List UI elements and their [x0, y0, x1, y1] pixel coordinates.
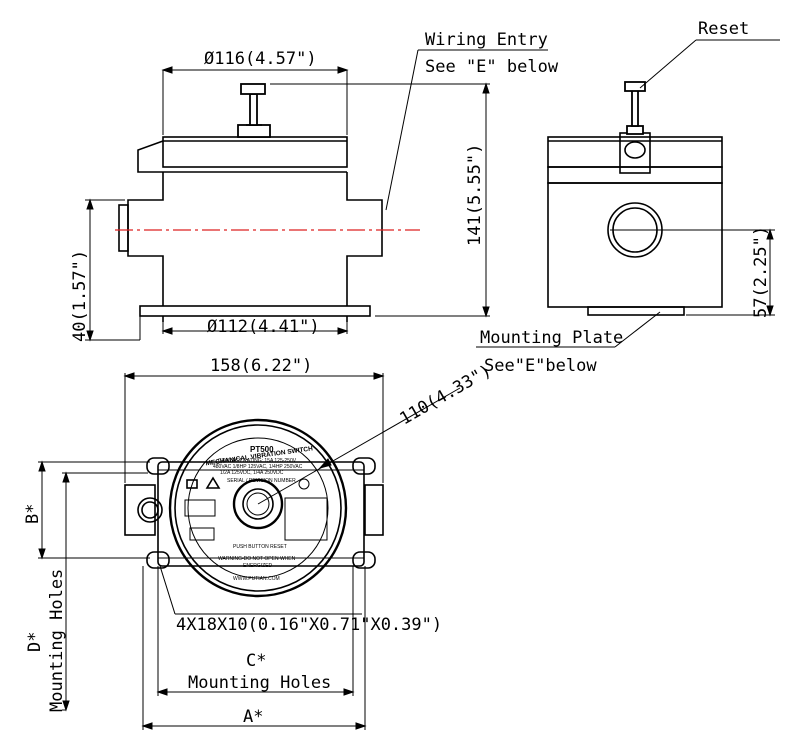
a-label: A*	[243, 707, 263, 727]
d-label: D*	[25, 632, 45, 652]
wiring-entry-see-e: See "E" below	[425, 57, 559, 77]
mounting-plate-see-e: See"E"below	[484, 356, 597, 376]
top-view	[124, 418, 384, 598]
top-diameter-label: Ø116(4.57")	[204, 49, 317, 69]
nameplate-serial: SERIAL / REVISION NUMBER	[227, 478, 296, 484]
nameplate-rating2: 480VAC 1/8HP 125VAC, 1/4HP 250VAC	[213, 464, 303, 470]
nameplate-website: WWW.PUTIAN.COM	[233, 576, 280, 582]
wiring-entry-callout: Wiring Entry See "E" below	[385, 30, 559, 211]
mounting-plate-callout: Mounting Plate See"E"below	[476, 311, 661, 376]
mounting-plate-label: Mounting Plate	[480, 328, 623, 348]
side-height-label: 57(2.25")	[751, 226, 771, 318]
nameplate-push-reset: PUSH BUTTON RESET	[233, 544, 287, 550]
side-view-dimensions: 57(2.25")	[686, 226, 775, 318]
b-label: B*	[23, 504, 43, 524]
front-view	[115, 83, 420, 322]
nameplate: MECHANICAL VIBRATION SWITCH PT500 CONTAC…	[184, 445, 328, 582]
nameplate-warning: WARNING-DO NOT OPEN WHEN	[218, 556, 296, 562]
reset-callout: Reset	[639, 19, 780, 89]
reset-label: Reset	[698, 19, 749, 39]
c-label: C*	[246, 651, 266, 671]
entry-height-label: 40(1.57")	[70, 250, 90, 342]
nameplate-model: PT500	[250, 445, 274, 454]
bottom-diameter-label: Ø112(4.41")	[207, 317, 320, 337]
holes-label: 4X18X10(0.16"X0.71"X0.39")	[176, 615, 442, 635]
wiring-entry-label: Wiring Entry	[425, 30, 548, 50]
d-mounting-holes-label: Mounting Holes	[47, 569, 67, 712]
height-label: 141(5.55")	[465, 144, 485, 246]
nameplate-rating3: 1/2A 125VDC, 1/4A 250VDC	[220, 470, 284, 476]
front-view-dimensions: Ø116(4.57") Ø112(4.41") 141(5.55") 40(1.…	[70, 49, 490, 342]
side-view	[547, 81, 775, 316]
nameplate-contact-rating: CONTACT RATING: 15A 125-250V	[218, 458, 297, 464]
radius-label: 110(4.33")	[397, 361, 496, 430]
c-mounting-holes-label: Mounting Holes	[188, 673, 331, 693]
width-label: 158(6.22")	[210, 356, 312, 376]
nameplate-energized: ENERGIZED	[243, 563, 273, 569]
top-view-dimensions: 158(6.22") 110(4.33") B* D* Mounting Hol…	[23, 356, 495, 730]
